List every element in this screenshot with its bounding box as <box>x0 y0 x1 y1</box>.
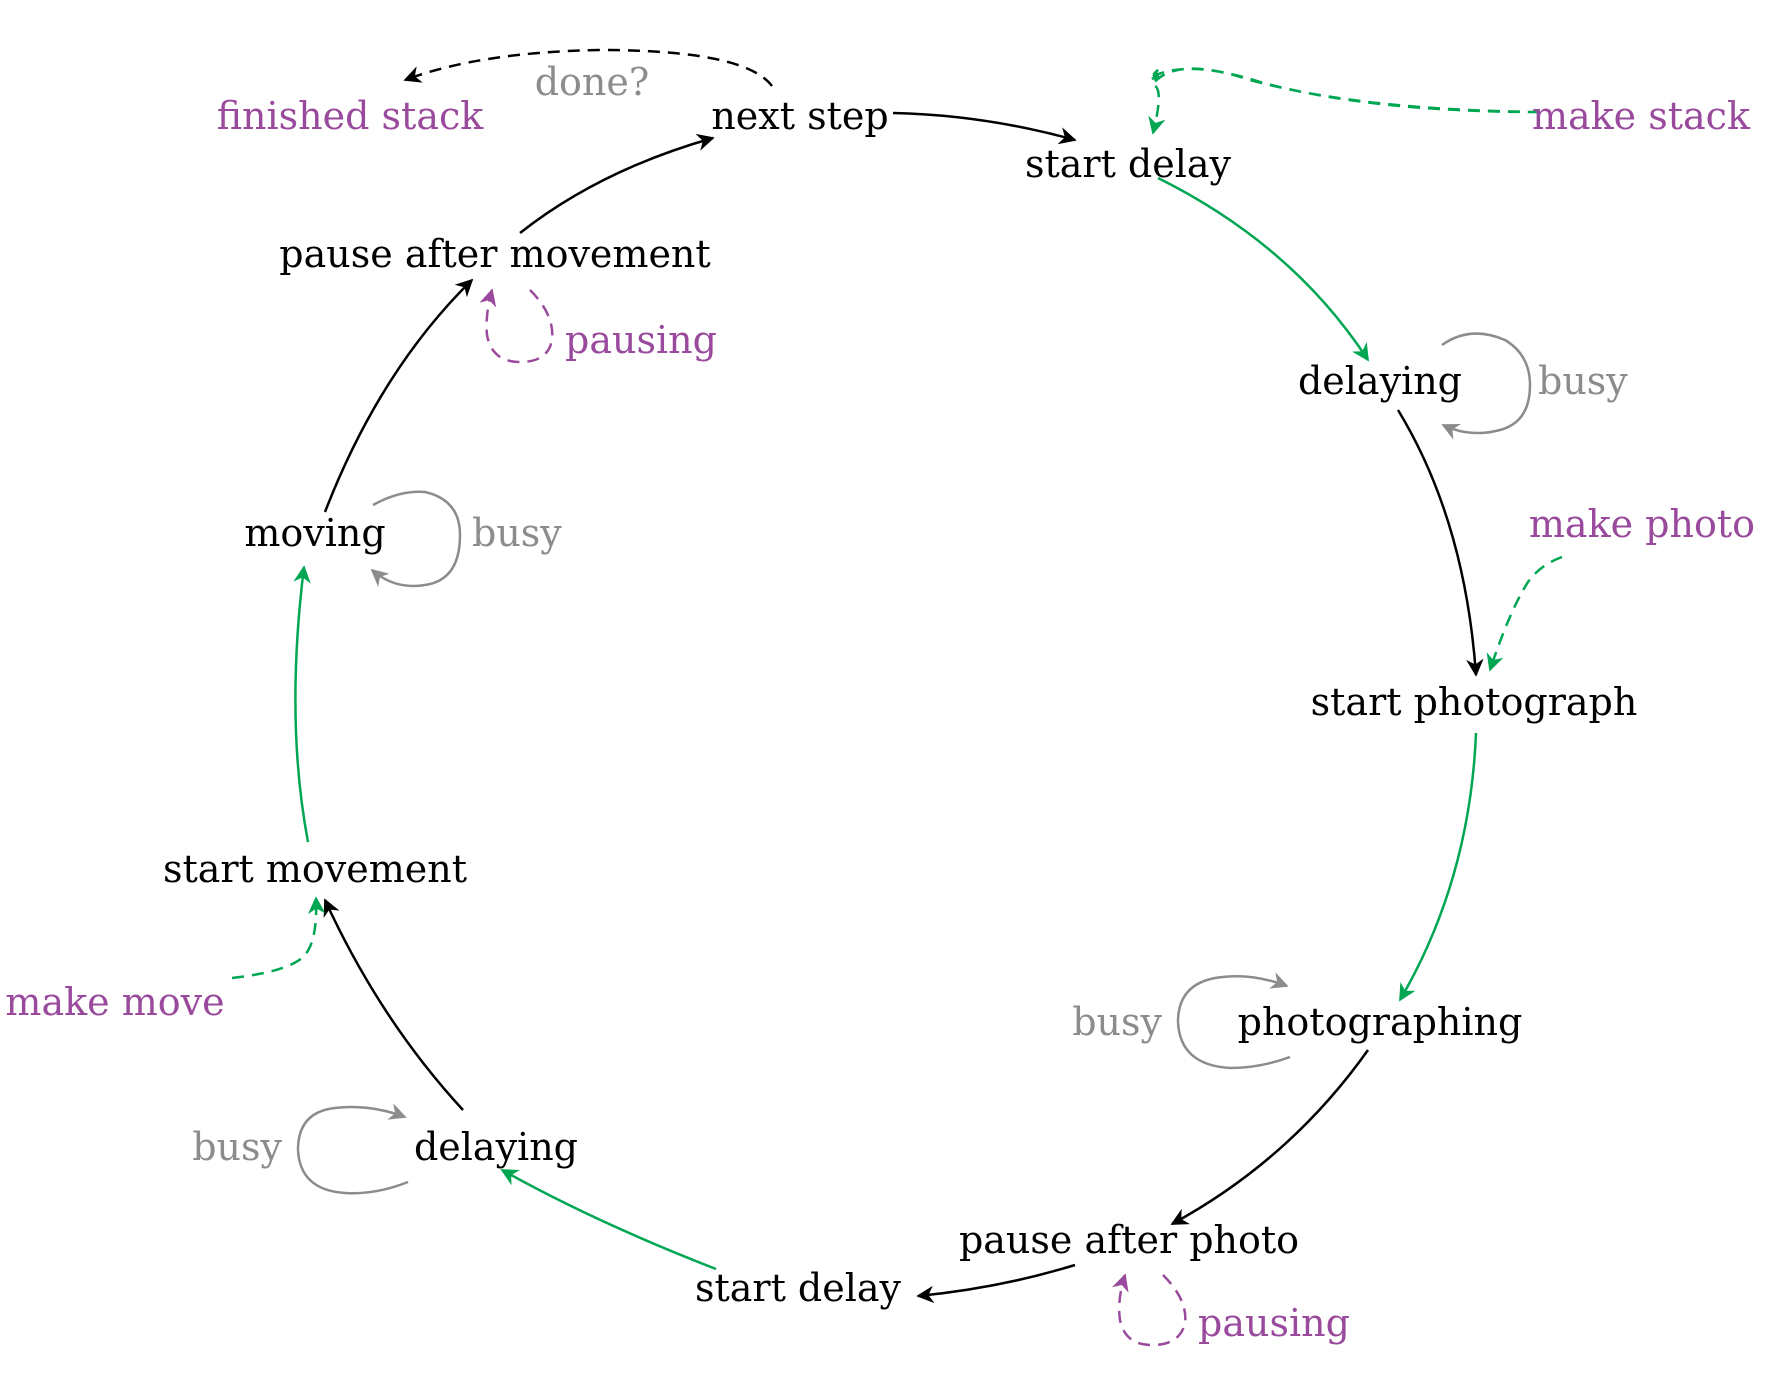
edge-start-movement-to-moving <box>293 565 311 843</box>
edge-moving-to-pause-after-movement <box>323 278 474 513</box>
edge-next-step-to-finished-stack <box>403 48 773 87</box>
state-photographing: photographing <box>1238 1000 1523 1044</box>
label-busy-photographing: busy <box>1072 1000 1162 1044</box>
label-pausing-after-movement: pausing <box>565 318 717 362</box>
edge-delaying-left-to-start-movement <box>323 898 464 1111</box>
edge-pause-after-movement-to-next-step <box>519 133 715 234</box>
edge-make-move-to-start-movement <box>231 896 326 980</box>
edge-delaying-to-start-photograph <box>1396 409 1484 677</box>
edge-start-photograph-to-photographing <box>1398 732 1478 1002</box>
edge-start-delay-to-delaying <box>1157 176 1370 362</box>
label-busy-moving: busy <box>472 511 562 555</box>
label-done-guard: done? <box>535 60 650 104</box>
state-start-delay-top: start delay <box>1025 142 1232 186</box>
state-pause-after-photo: pause after photo <box>959 1218 1299 1262</box>
loop-busy-photographing <box>1176 972 1291 1070</box>
loop-busy-moving <box>370 490 462 588</box>
loop-pausing-after-photo <box>1111 1273 1187 1347</box>
event-make-move: make move <box>5 980 224 1024</box>
event-finished-stack: finished stack <box>217 94 485 138</box>
event-make-stack: make stack <box>1532 94 1751 138</box>
state-pause-after-movement: pause after movement <box>279 232 710 276</box>
edge-pause-after-photo-to-start-delay <box>916 1263 1076 1304</box>
state-next-step: next step <box>711 94 888 138</box>
label-busy-delaying-left: busy <box>192 1125 282 1169</box>
state-start-delay-bottom: start delay <box>695 1266 902 1310</box>
event-make-photo: make photo <box>1529 502 1755 546</box>
state-delaying-left: delaying <box>414 1125 578 1169</box>
loop-busy-delaying-left <box>296 1103 409 1195</box>
edge-start-delay-to-delaying-left <box>500 1168 717 1271</box>
loop-pausing-after-movement <box>479 288 554 364</box>
edge-make-stack-to-start-delay <box>1150 67 1541 133</box>
state-moving: moving <box>244 511 385 555</box>
label-busy-delaying-right: busy <box>1538 359 1628 403</box>
loop-busy-delaying-right <box>1441 332 1532 440</box>
edge-make-photo-to-start-photograph <box>1486 555 1563 672</box>
edge-next-step-to-start-delay <box>892 111 1077 145</box>
state-delaying-right: delaying <box>1298 359 1462 403</box>
edge-photographing-to-pause-after-photo <box>1170 1049 1370 1226</box>
label-pausing-after-photo: pausing <box>1198 1301 1350 1345</box>
state-start-movement: start movement <box>163 847 467 891</box>
state-start-photograph: start photograph <box>1311 680 1638 724</box>
